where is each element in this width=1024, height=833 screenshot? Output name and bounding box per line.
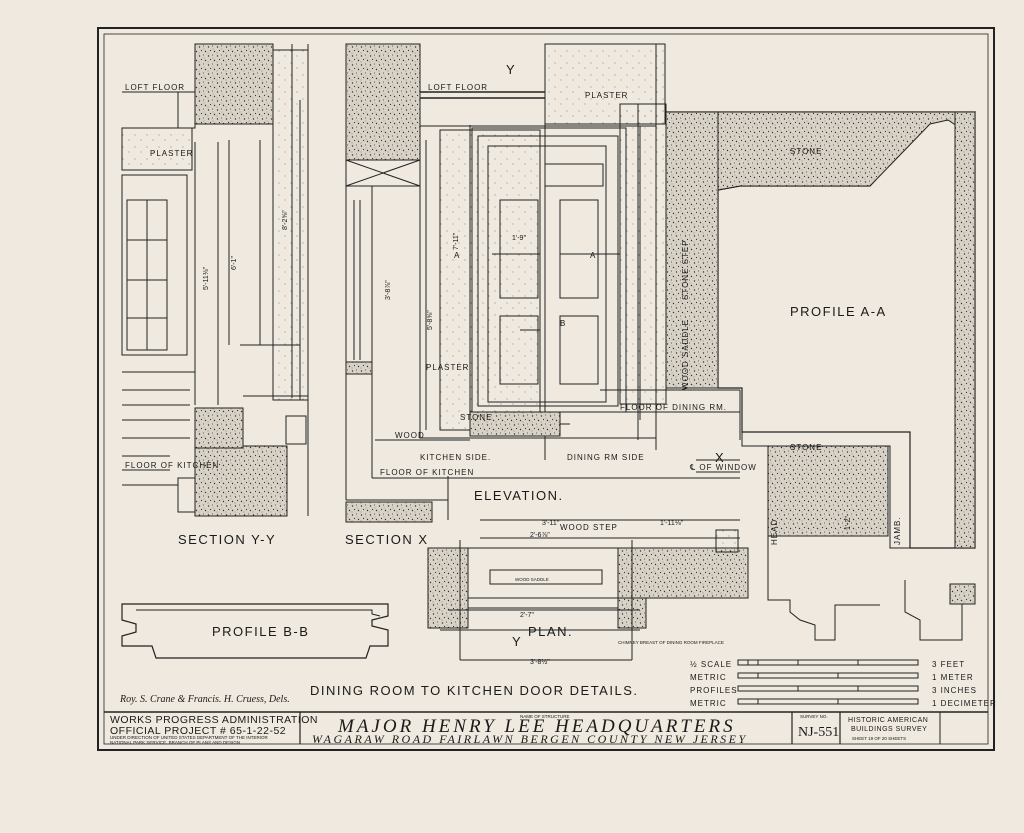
scale-label-2: METRIC <box>690 673 727 682</box>
delineators-credit: Roy. S. Crane & Francis. H. Cruess, Dels… <box>119 694 290 705</box>
profile-bb-title: PROFILE B-B <box>212 624 309 639</box>
floor-of-kitchen-label: FLOOR OF KITCHEN <box>380 468 474 477</box>
dimension-3-8-a: 3'-8⅞" <box>385 280 392 300</box>
survey-no-caption: SURVEY NO. <box>800 714 828 719</box>
habs-line-2: BUILDINGS SURVEY <box>851 726 927 733</box>
wood-saddle-label: WOOD SADDLE <box>681 319 690 390</box>
dimension-1-11: 1'-11⅛" <box>660 520 684 527</box>
sheet-number: SHEET 19 OF 20 SHEETS <box>852 736 906 741</box>
scale-value-2: 1 METER <box>932 673 974 682</box>
floor-of-dining-rm-label: FLOOR OF DINING RM. <box>620 403 727 412</box>
sheet-caption: DINING ROOM TO KITCHEN DOOR DETAILS. <box>310 683 638 698</box>
survey-number: NJ-551 <box>798 725 839 740</box>
dimension-3-11: 3'-11" <box>542 520 560 527</box>
loft-floor-label-elev: LOFT FLOOR <box>428 83 488 92</box>
scale-value-4: 1 DECIMETER <box>932 699 997 708</box>
kitchen-side-label: KITCHEN SIDE. <box>420 453 491 462</box>
structure-name: MAJOR HENRY LEE HEADQUARTERS <box>337 716 736 737</box>
wpa-line-4: NATIONAL PARK SERVICE, BRANCH OF PLANS A… <box>110 740 240 745</box>
outer-border <box>97 27 995 751</box>
head-label: HEAD <box>770 519 779 545</box>
dimension-8-2: 8'-2⅝" <box>282 210 289 230</box>
plan-drawing <box>427 519 749 661</box>
scale-bars <box>737 659 919 705</box>
title-block-frame <box>104 711 988 744</box>
profile-bb-drawing <box>121 603 389 659</box>
section-mark-b: B <box>560 319 566 328</box>
dimension-5-8: 5'-8⅝" <box>427 310 434 330</box>
dimension-6-1: 6'-1" <box>231 256 238 270</box>
wood-saddle-plan-label: WOOD SADDLE <box>515 577 549 582</box>
plaster-label-elev-top: PLASTER <box>585 91 628 100</box>
jamb-label: JAMB. <box>893 516 902 545</box>
elevation-title: ELEVATION. <box>474 488 564 503</box>
section-yy-drawing <box>121 43 309 517</box>
wpa-line-2: OFFICIAL PROJECT # 65-1-22-52 <box>110 725 286 737</box>
structure-location: WAGARAW ROAD FAIRLAWN BERGEN COUNTY NEW … <box>312 732 748 746</box>
profile-aa-title: PROFILE A-A <box>790 304 887 319</box>
chimney-breast-label: CHIMNEY BREAST OF DINING ROOM FIREPLACE <box>618 640 724 645</box>
stone-label-aa-top: STONE <box>790 147 822 156</box>
loft-floor-label-left: LOFT FLOOR <box>125 83 185 92</box>
elevation-drawing <box>375 43 741 520</box>
scale-value-1: 3 FEET <box>932 660 965 669</box>
stone-label-elev: STONE <box>460 413 492 422</box>
section-yy-title: SECTION Y-Y <box>178 532 276 547</box>
section-mark-y-top: Y <box>506 62 516 77</box>
section-mark-y-bottom: Y <box>512 634 522 649</box>
dimension-1-2: 1'-2" <box>845 516 852 530</box>
section-mark-x: X <box>715 450 725 465</box>
dimension-1-9: 1'-9" <box>512 235 526 242</box>
dimension-2-6: 2'-6⅞" <box>530 532 550 539</box>
section-x-drawing <box>345 43 448 523</box>
wood-step-label: WOOD STEP <box>560 523 618 532</box>
scale-label-3: PROFILES <box>690 686 738 695</box>
dimension-5-11: 5'-11⅜" <box>203 266 210 290</box>
stone-step-label: STONE STEP <box>681 239 690 300</box>
wood-label-elev: WOOD <box>395 431 425 440</box>
scale-value-3: 3 INCHES <box>932 686 977 695</box>
floor-of-kitchen-label-left: FLOOR OF KITCHEN <box>125 461 219 470</box>
plaster-label-left: PLASTER <box>150 149 193 158</box>
dimension-7-11: 7'-11" <box>453 232 460 250</box>
section-mark-a-right: A <box>590 251 596 260</box>
plan-title: PLAN. <box>528 624 573 639</box>
dining-rm-side-label: DINING RM SIDE <box>567 453 645 462</box>
cl-of-window-label: ℄ OF WINDOW <box>689 463 757 472</box>
stone-label-aa-bottom: STONE <box>790 443 822 452</box>
dimension-3-8-b: 3'-8½" <box>530 658 550 666</box>
habs-line-1: HISTORIC AMERICAN <box>848 717 928 724</box>
profile-aa-drawing <box>665 111 977 641</box>
section-mark-a-left: A <box>454 251 460 260</box>
wpa-line-1: WORKS PROGRESS ADMINISTRATION <box>110 714 318 726</box>
plaster-label-elev: PLASTER <box>426 363 469 372</box>
section-x-title: SECTION X <box>345 532 429 547</box>
scale-label-1: ½ SCALE <box>690 660 732 669</box>
inner-border <box>103 33 989 745</box>
wpa-line-3: UNDER DIRECTION OF UNITED STATES DEPARTM… <box>110 735 269 740</box>
name-of-structure-caption: NAME OF STRUCTURE <box>520 714 570 719</box>
scale-label-4: METRIC <box>690 699 727 708</box>
dimension-2-7: 2'-7" <box>520 612 534 619</box>
